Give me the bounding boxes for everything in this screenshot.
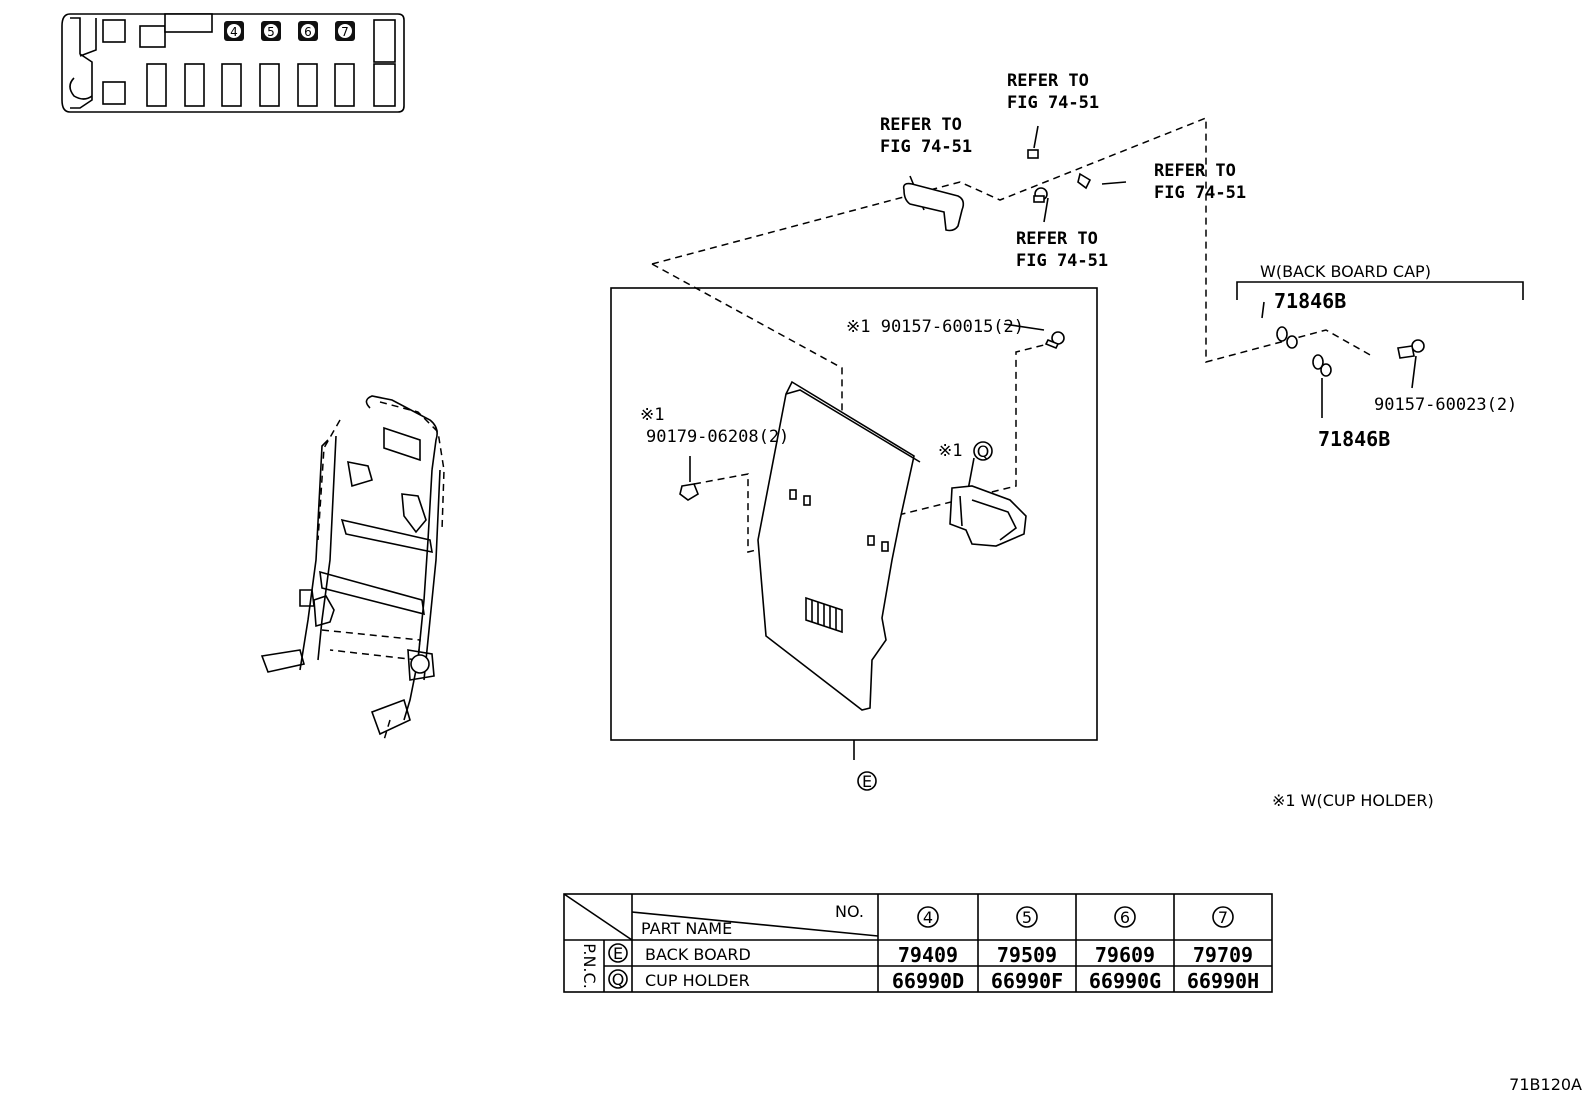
backboard-circle-label: E [862, 772, 872, 791]
bolt-top-label: ※1 90157-60015(2) [846, 317, 1024, 337]
back-board-cap-part-a [1276, 326, 1298, 349]
cup-holder-part [949, 485, 1027, 547]
table-row-code: Q [612, 970, 625, 989]
refer-label-b-line2: FIG 74-51 [880, 137, 972, 157]
refer-label-a-line2: FIG 74-51 [1007, 93, 1099, 113]
nut-part [679, 483, 699, 501]
seat-locator-map [61, 13, 405, 113]
refer-label-b-line1: REFER TO [880, 115, 962, 135]
table-row-name: CUP HOLDER [645, 971, 750, 990]
refer-label-d-line2: FIG 74-51 [1016, 251, 1108, 271]
table-column-header: 5 [1022, 908, 1032, 927]
pin-part [1027, 149, 1039, 159]
cap-bolt-label: 90157-60023(2) [1374, 395, 1517, 415]
table-cell: 66990D [892, 969, 964, 993]
bolt-part-b [1044, 331, 1065, 350]
cap-b-label: 71846B [1318, 427, 1390, 451]
figure-code: 71B120A [1509, 1075, 1582, 1094]
seat-badge-circle [301, 24, 315, 38]
table-cell: 79509 [997, 943, 1057, 967]
seat-badge-circle [338, 24, 352, 38]
back-board-cap-part-b [1312, 354, 1332, 377]
refer-label-a-line1: REFER TO [1007, 71, 1089, 91]
seat-badge-circle [264, 24, 278, 38]
table-cell: 79409 [898, 943, 958, 967]
seat-back-frame-illustration [260, 395, 445, 741]
back-board-part [757, 380, 921, 711]
refer-label-d-line1: REFER TO [1016, 229, 1098, 249]
seat-badge-label: 4 [230, 25, 238, 39]
table-pnc-label: P.N.C. [580, 943, 599, 989]
seat-badge-circle [227, 24, 241, 38]
clip-part [1077, 172, 1092, 190]
bolt-part-a [1033, 187, 1048, 203]
table-column-header: 4 [923, 908, 933, 927]
cupholder-mark: ※1 [938, 441, 962, 461]
table-row-name: BACK BOARD [645, 945, 751, 964]
cupholder-circle-label: Q [977, 442, 990, 461]
seat-badge-label: 5 [267, 25, 275, 39]
table-part-name-header: PART NAME [641, 919, 732, 938]
table-column-header: 7 [1218, 908, 1228, 927]
table-cell: 79709 [1193, 943, 1253, 967]
refer-label-c-line1: REFER TO [1154, 161, 1236, 181]
table-row-code: E [613, 944, 623, 963]
seat-badge-label: 7 [341, 25, 349, 39]
table-cell: 66990F [991, 969, 1063, 993]
seat-badge-label: 6 [304, 25, 312, 39]
table-column-header: 6 [1120, 908, 1130, 927]
table-cell: 66990G [1089, 969, 1161, 993]
refer-label-c-line2: FIG 74-51 [1154, 183, 1246, 203]
table-no-label: NO. [835, 902, 864, 921]
nut-left-label: 90179-06208(2) [646, 427, 789, 447]
table-cell: 79609 [1095, 943, 1155, 967]
parts-table: NO. PART NAME P.N.C. 4 5 6 7 E BACK BOAR… [563, 893, 1273, 993]
nut-left-mark: ※1 [640, 405, 664, 425]
cap-bolt-part [1397, 339, 1425, 359]
headrest-support-part [902, 182, 965, 232]
cap-group-label: W(BACK BOARD CAP) [1260, 262, 1431, 281]
footnote-cup-holder: ※1 W(CUP HOLDER) [1272, 791, 1434, 810]
cap-a-label: 71846B [1274, 289, 1346, 313]
table-cell: 66990H [1187, 969, 1259, 993]
